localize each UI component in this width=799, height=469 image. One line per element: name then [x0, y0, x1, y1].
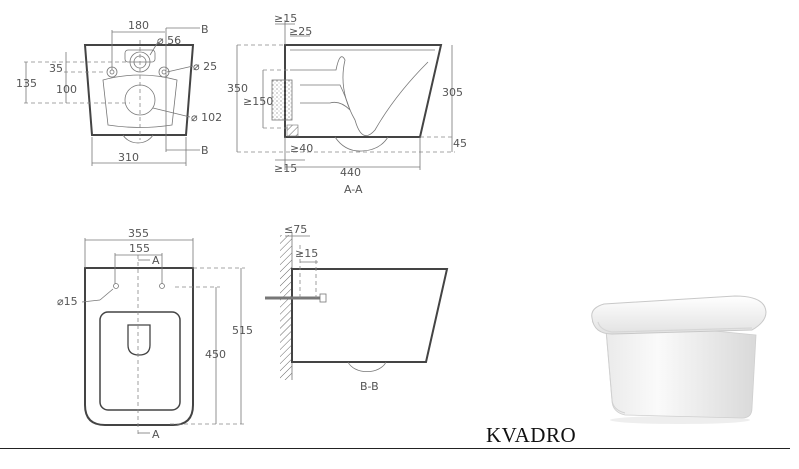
dim-515: 515: [232, 324, 253, 337]
wall-hatch: [280, 235, 292, 380]
dim-drain-dia: ⌀ 56: [157, 34, 181, 47]
plan-view: A A 355 155 ⌀15 515 450: [57, 227, 253, 441]
dim-155: 155: [129, 242, 150, 255]
seat-outline: [99, 311, 181, 411]
section-mark-a-top: A: [152, 254, 160, 267]
dim-305: 305: [442, 86, 463, 99]
plan-outline: [84, 267, 194, 426]
dim-inlet-25: ≥25: [289, 25, 312, 38]
dim-gap-top: ≥15: [274, 12, 297, 25]
dim-bottom-40: ≥40: [290, 142, 313, 155]
section-mark-b-bottom: B: [201, 144, 209, 157]
dim-gap-bottom: ≥15: [274, 162, 297, 175]
section-bb-label: B-B: [360, 380, 379, 393]
frame-block: [271, 79, 293, 121]
section-bb-view: ≤75 ≥15 B-B: [265, 223, 449, 393]
mounting-bolt-icon: [265, 293, 327, 303]
dim-350: 350: [227, 82, 248, 95]
dim-hole-15: ⌀15: [57, 295, 78, 308]
dim-310: 310: [118, 151, 139, 164]
section-mark-b-top: B: [201, 23, 209, 36]
product-name: KVADRO: [486, 423, 577, 447]
dim-180: 180: [128, 19, 149, 32]
dim-frame-150: ≥150: [243, 95, 273, 108]
front-view: B B 180 ⌀ 56 ⌀ 25 ⌀ 102 135 35 100 310: [16, 19, 222, 166]
bottom-divider: [0, 448, 790, 449]
dim-355: 355: [128, 227, 149, 240]
dim-wall-75: ≤75: [284, 223, 307, 236]
dim-135: 135: [16, 77, 37, 90]
section-mark-a-bottom: A: [152, 428, 160, 441]
dim-450: 450: [205, 348, 226, 361]
dim-100: 100: [56, 83, 77, 96]
section-aa-view: 350 ≥150 305 45 ≥15 ≥25 ≥40 ≥15 440 A-A: [227, 12, 467, 196]
section-bb-outline: [291, 268, 449, 363]
lid-hinge: [127, 324, 151, 356]
section-aa-outline: [284, 44, 443, 138]
bowl-bottom: [122, 134, 154, 144]
front-outline: [83, 44, 195, 136]
dim-outlet-dia: ⌀ 102: [191, 111, 222, 124]
mount-hole-right: [158, 66, 170, 78]
back-contour: [102, 74, 178, 128]
dim-440: 440: [340, 166, 361, 179]
product-photo: [591, 295, 767, 424]
dim-hole-dia: ⌀ 25: [193, 60, 217, 73]
section-aa-label: A-A: [344, 183, 363, 196]
dim-gap-15: ≥15: [295, 247, 318, 260]
dim-35: 35: [49, 62, 63, 75]
dim-45: 45: [453, 137, 467, 150]
